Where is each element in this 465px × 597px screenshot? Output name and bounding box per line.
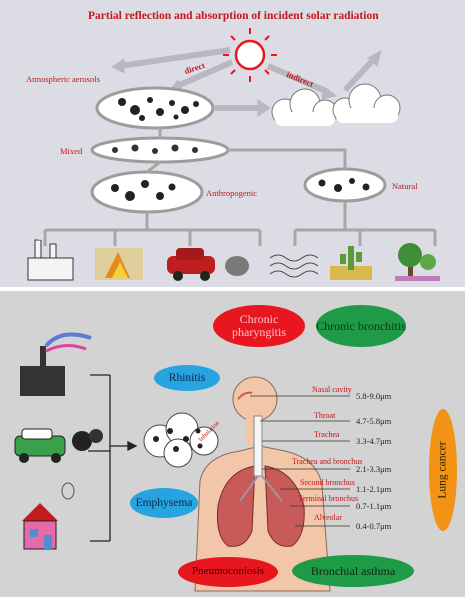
organ-label-alveolar: Alveolar bbox=[314, 513, 342, 522]
aerosols-label: Atmospheric aerosols bbox=[26, 74, 100, 84]
factory-smoke-icon bbox=[20, 334, 91, 396]
pneumoconiosis-oval: Pneumoconiosis bbox=[178, 557, 278, 587]
aerosol-diagram-graphics bbox=[0, 0, 465, 287]
organ-label-trachea: Trachea bbox=[314, 430, 339, 439]
bronchial-asthma-oval: Bronchial asthma bbox=[292, 555, 414, 587]
emphysema-oval: Emphysema bbox=[130, 488, 198, 518]
sun-icon bbox=[223, 28, 277, 82]
desert-cactus-icon bbox=[330, 246, 372, 280]
organ-label-terminal-bronchus: Terminal bronchus bbox=[298, 494, 358, 503]
size-label-throat: 4.7-5.8μm bbox=[356, 416, 391, 426]
size-label-alveolar: 0.4-0.7μm bbox=[356, 521, 391, 531]
car-icon bbox=[167, 248, 249, 281]
aerosol-cluster bbox=[97, 88, 213, 128]
factory-icon bbox=[28, 232, 73, 280]
house-icon bbox=[22, 483, 74, 549]
size-label-trachea-bronchus: 2.1-3.3μm bbox=[356, 464, 391, 474]
size-label-terminal-bronchus: 0.7-1.1μm bbox=[356, 501, 391, 511]
size-label-second-bronchus: 1.1-2.1μm bbox=[356, 484, 391, 494]
health-effects-panel: Chronic pharyngitis Chronic bronchitis R… bbox=[0, 291, 465, 597]
natural-cluster bbox=[305, 169, 385, 201]
fire-icon bbox=[95, 248, 143, 280]
organ-label-second-bronchus: Second bronchus bbox=[300, 478, 355, 487]
vehicle-exhaust-icon bbox=[15, 429, 103, 463]
tree-icon bbox=[395, 243, 440, 281]
panel-title: Partial reflection and absorption of inc… bbox=[88, 10, 379, 22]
size-label-trachea: 3.3-4.7μm bbox=[356, 436, 391, 446]
dust-storm-icon bbox=[270, 255, 318, 277]
organ-label-throat: Throat bbox=[314, 411, 335, 420]
anthropogenic-cluster bbox=[92, 172, 202, 212]
organ-label-nasal-cavity: Nasal cavity bbox=[312, 385, 352, 394]
natural-label: Natural bbox=[392, 181, 418, 191]
aerosol-sources-panel: Partial reflection and absorption of inc… bbox=[0, 0, 465, 287]
rhinitis-oval: Rhinitis bbox=[154, 365, 220, 391]
chronic-pharyngitis-oval: Chronic pharyngitis bbox=[213, 305, 305, 347]
size-label-nasal-cavity: 5.8-9.0μm bbox=[356, 391, 391, 401]
lung-cancer-label: Lung cancer bbox=[437, 441, 449, 498]
anthropogenic-label: Anthropogenic bbox=[206, 188, 257, 198]
mixed-label: Mixed bbox=[60, 146, 82, 156]
cloud-icon bbox=[333, 84, 400, 123]
chronic-bronchitis-oval: Chronic bronchitis bbox=[316, 305, 406, 347]
lung-cancer-oval: Lung cancer bbox=[429, 409, 457, 531]
organ-label-trachea-bronchus: Trachea and bronchus bbox=[292, 457, 362, 466]
